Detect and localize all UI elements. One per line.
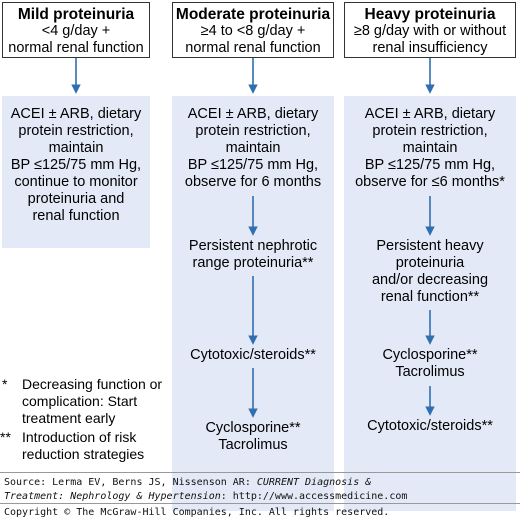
step-persistent-nephrotic: Persistent nephrotic range proteinuria** xyxy=(172,238,334,272)
treatment-line: BP ≤125/75 mm Hg, xyxy=(187,157,319,173)
legend-item: * Decreasing function or complication: S… xyxy=(2,376,170,427)
header-heavy: Heavy proteinuria ≥8 g/day with or witho… xyxy=(344,2,516,58)
treatment-line: BP ≤125/75 mm Hg, xyxy=(364,157,496,173)
step-line: Tacrolimus xyxy=(218,437,288,453)
header-subtitle-line: ≥4 to <8 g/day + xyxy=(200,23,306,39)
treatment-line: protein restriction, xyxy=(195,123,311,139)
step-line: Cytotoxic/steroids** xyxy=(190,347,316,363)
header-subtitle-line: normal renal function xyxy=(8,40,144,56)
copyright: Copyright © The McGraw-Hill Companies, I… xyxy=(4,507,390,518)
step-persistent-heavy: Persistent heavy proteinuria and/or decr… xyxy=(344,238,516,306)
footer-divider xyxy=(0,503,520,504)
legend-line: reduction strategies xyxy=(22,446,145,462)
step-line: Cyclosporine** xyxy=(205,420,301,436)
header-subtitle-line: normal renal function xyxy=(185,40,321,56)
treatment-panel-heavy: ACEI ± ARB, dietary protein restriction,… xyxy=(344,96,516,511)
treatment-line: observe for ≤6 months* xyxy=(355,174,505,190)
header-mild: Mild proteinuria <4 g/day + normal renal… xyxy=(2,2,150,58)
treatment-line: ACEI ± ARB, dietary xyxy=(364,106,496,122)
step-line: range proteinuria** xyxy=(192,255,314,271)
step-line: proteinuria xyxy=(395,255,465,271)
treatment-line: ACEI ± ARB, dietary xyxy=(187,106,319,122)
step-line: Persistent heavy xyxy=(376,238,484,254)
legend-line: Decreasing function or xyxy=(22,376,163,392)
source-url: : http://www.accessmedicine.com xyxy=(220,491,408,502)
source-prefix: Source: Lerma EV, Berns JS, Nissenson AR… xyxy=(4,477,257,488)
header-moderate: Moderate proteinuria ≥4 to <8 g/day + no… xyxy=(172,2,334,58)
treatment-line: continue to monitor xyxy=(14,174,138,190)
treatment-line: observe for 6 months xyxy=(184,174,322,190)
step-line: renal function** xyxy=(380,289,480,305)
step-line: Cytotoxic/steroids** xyxy=(367,418,493,434)
header-title: Mild proteinuria xyxy=(17,6,135,23)
header-subtitle-line: ≥8 g/day with or without xyxy=(353,23,507,39)
treatment-panel-moderate: ACEI ± ARB, dietary protein restriction,… xyxy=(172,96,334,511)
footer-divider xyxy=(0,472,520,473)
legend-line: treatment early xyxy=(22,410,116,426)
source-title: CURRENT Diagnosis & xyxy=(256,477,372,488)
legend-marker: * xyxy=(2,376,8,392)
treatment-line: maintain xyxy=(402,140,458,156)
source-title: Treatment: Nephrology & Hypertension xyxy=(4,491,221,502)
step-cyclosporine-tacrolimus: Cyclosporine** Tacrolimus xyxy=(172,420,334,454)
treatment-line: maintain xyxy=(225,140,281,156)
treatment-line: protein restriction, xyxy=(18,123,134,139)
legend-item: ** Introduction of risk reduction strate… xyxy=(0,429,170,463)
header-title: Moderate proteinuria xyxy=(175,6,331,23)
legend-line: Introduction of risk xyxy=(22,429,137,445)
step-line: and/or decreasing xyxy=(371,272,489,288)
source-line-1: Source: Lerma EV, Berns JS, Nissenson AR… xyxy=(4,476,371,489)
treatment-line: protein restriction, xyxy=(372,123,488,139)
header-title: Heavy proteinuria xyxy=(364,6,496,23)
step-cytotoxic-steroids: Cytotoxic/steroids** xyxy=(172,347,334,364)
step-cyclosporine-tacrolimus: Cyclosporine** Tacrolimus xyxy=(344,347,516,381)
legend-marker: ** xyxy=(0,429,11,445)
header-subtitle-line: <4 g/day + xyxy=(41,23,111,39)
source-line-2: Treatment: Nephrology & Hypertension: ht… xyxy=(4,490,407,503)
legend-line: complication: Start xyxy=(22,393,138,409)
treatment-line: renal function xyxy=(32,208,120,224)
step-cytotoxic-steroids: Cytotoxic/steroids** xyxy=(344,418,516,435)
treatment-line: proteinuria and xyxy=(27,191,125,207)
step-line: Tacrolimus xyxy=(395,364,465,380)
treatment-line: maintain xyxy=(48,140,104,156)
header-subtitle-line: renal insufficiency xyxy=(372,40,488,56)
treatment-line: BP ≤125/75 mm Hg, xyxy=(10,157,142,173)
treatment-panel-mild: ACEI ± ARB, dietary protein restriction,… xyxy=(2,96,150,248)
treatment-line: ACEI ± ARB, dietary xyxy=(10,106,142,122)
step-line: Cyclosporine** xyxy=(382,347,478,363)
step-line: Persistent nephrotic xyxy=(188,238,318,254)
legend: * Decreasing function or complication: S… xyxy=(0,376,170,463)
